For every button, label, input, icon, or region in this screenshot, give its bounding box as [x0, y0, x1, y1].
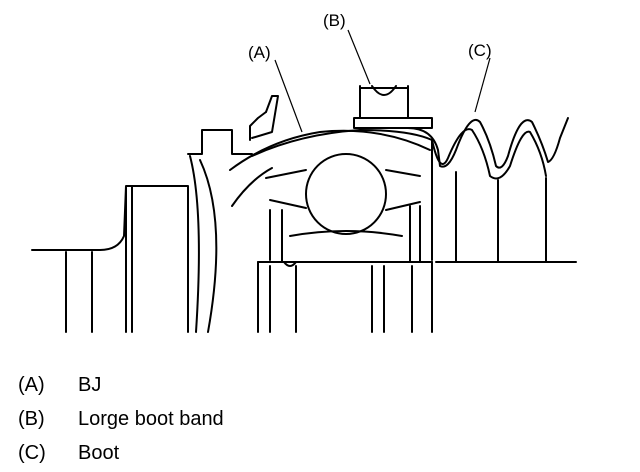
leader-line-b — [347, 29, 371, 85]
boot-band — [353, 85, 433, 129]
legend-text: Lorge boot band — [78, 408, 224, 430]
bj-outer-race — [187, 95, 433, 333]
ball-and-cage — [265, 153, 421, 263]
legend-item: (A) BJ — [18, 368, 224, 402]
leader-line-c — [474, 57, 491, 113]
legend: (A) BJ (B) Lorge boot band (C) Boot — [18, 368, 224, 470]
legend-key: (C) — [18, 442, 46, 464]
legend-key: (B) — [18, 408, 45, 430]
boot-bellows — [407, 117, 577, 263]
legend-text: Boot — [78, 442, 120, 464]
legend-text: BJ — [78, 374, 102, 396]
legend-key: (A) — [18, 374, 45, 396]
legend-item: (B) Lorge boot band — [18, 402, 224, 436]
leader-line-a — [274, 59, 303, 133]
callout-label-c: (C) — [468, 41, 492, 60]
ball — [305, 153, 387, 235]
cv-joint-cross-section-diagram: (A) (B) (C) — [31, 11, 577, 333]
inner-race — [257, 261, 433, 333]
shaft-outline — [31, 185, 189, 333]
legend-item: (C) Boot — [18, 436, 224, 470]
callout-label-a: (A) — [248, 43, 271, 62]
callout-label-b: (B) — [323, 11, 346, 30]
